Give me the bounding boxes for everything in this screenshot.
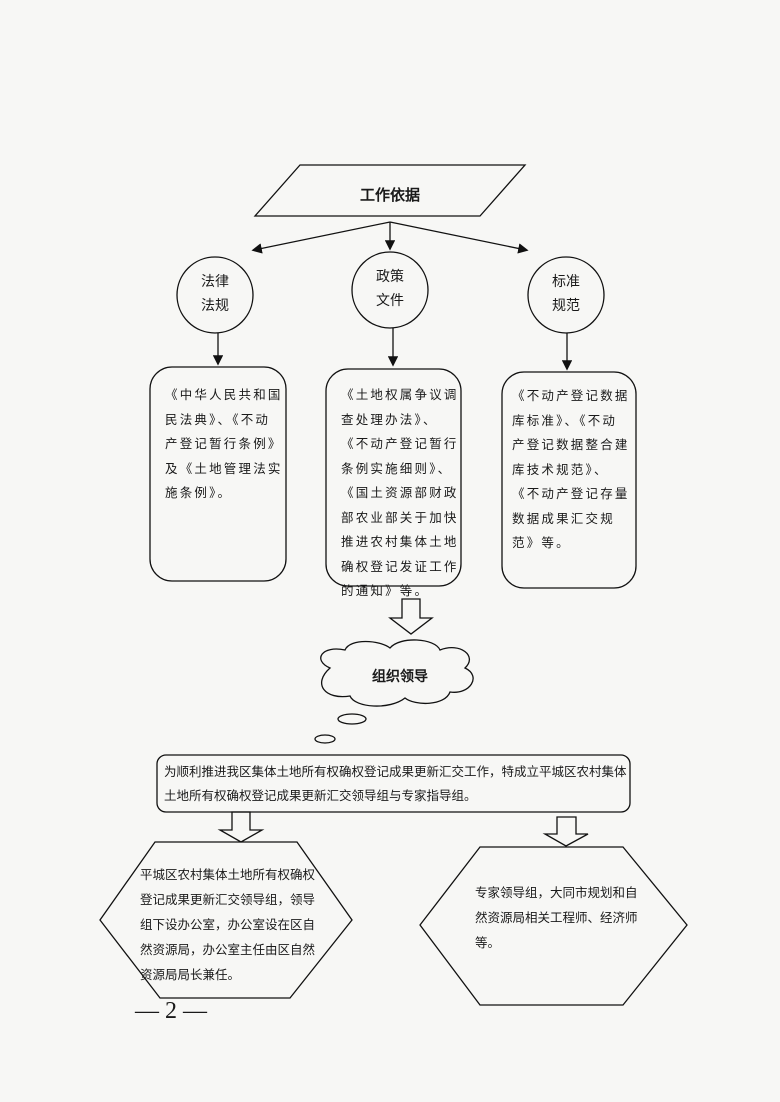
policy-box-text: 《土地权属争议调查处理办法》、《不动产登记暂行条例实施细则》、《国土资源部财政部… — [341, 387, 459, 598]
policy-box — [325, 368, 462, 587]
law-box — [149, 366, 287, 582]
cloud-label: 组织领导 — [372, 669, 428, 685]
arrow-to-standard — [389, 221, 529, 254]
label-line: 法规 — [201, 298, 229, 314]
policy-circle-label: 政策 文件 — [360, 265, 420, 313]
expert-hexagon — [419, 846, 688, 1006]
label-line: 法律 — [201, 274, 229, 290]
arrow-to-law — [251, 221, 391, 254]
leadership-hexagon — [99, 841, 353, 999]
page-number: — 2 — — [135, 998, 207, 1024]
organization-box — [156, 754, 631, 813]
block-arrow-down — [217, 811, 265, 843]
standard-box — [501, 371, 637, 589]
law-box-text: 《中华人民共和国民法典》、《不动产登记暂行条例》及《土地管理法实施条例》。 — [165, 387, 283, 500]
policy-circle — [351, 251, 429, 329]
leadership-group-text: 平城区农村集体土地所有权确权登记成果更新汇交领导组，领导组下设办公室，办公室设在… — [140, 867, 316, 982]
block-arrow-down — [542, 816, 589, 847]
block-arrow-down — [388, 598, 434, 635]
label-line: 规范 — [552, 298, 580, 314]
label-line: 标准 — [552, 274, 580, 290]
organization-description: 为顺利推进我区集体土地所有权确权登记成果更新汇交工作，特成立平城区农村集体土地所… — [164, 764, 627, 803]
cloud-shape — [320, 639, 474, 707]
label-line: 文件 — [376, 293, 404, 309]
law-circle — [176, 256, 254, 334]
law-circle-label: 法律 法规 — [185, 270, 245, 318]
expert-group-text: 专家领导组，大同市规划和自然资源局相关工程师、经济师等。 — [475, 885, 638, 950]
label-line: 政策 — [376, 269, 404, 285]
standard-circle-label: 标准 规范 — [536, 270, 596, 318]
root-label: 工作依据 — [359, 186, 420, 204]
cloud-tail-bubble — [314, 734, 336, 744]
cloud-tail-bubble — [337, 713, 367, 725]
standard-circle — [527, 256, 605, 334]
standard-box-text: 《不动产登记数据库标准》、《不动产登记数据整合建库技术规范》、《不动产登记存量数… — [512, 388, 630, 550]
root-parallelogram — [253, 164, 527, 217]
